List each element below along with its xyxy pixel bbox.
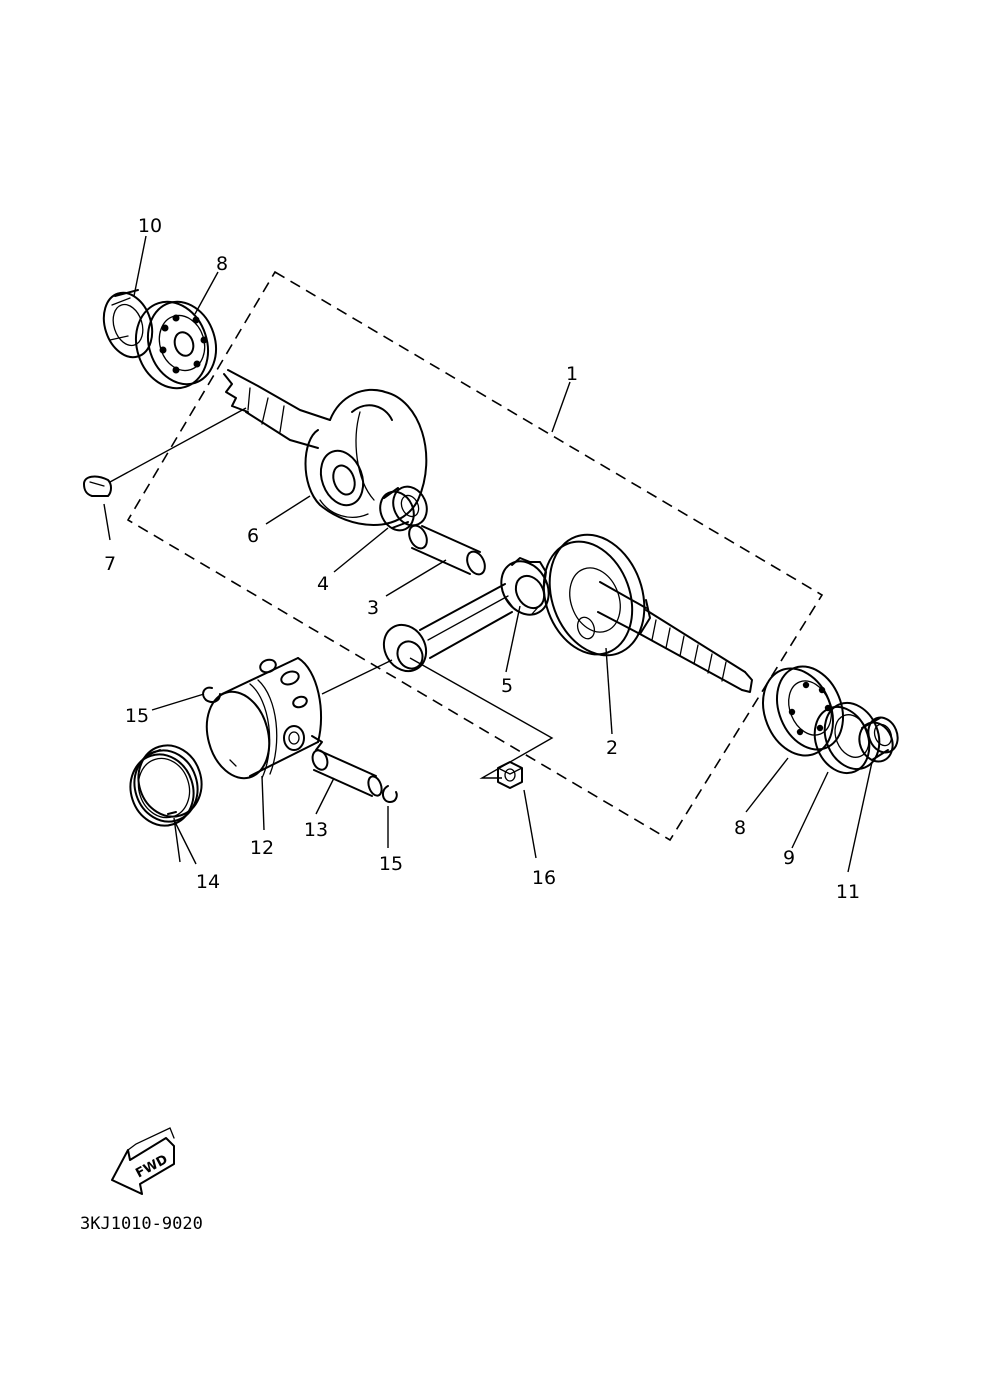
callout-4: 4: [317, 573, 329, 595]
leader-15-left: [151, 693, 205, 711]
collar: [858, 716, 899, 763]
leader-9: [791, 771, 829, 849]
crankshaft-assembly-boundary: [126, 270, 824, 842]
leader-piston: [321, 659, 393, 695]
needle-bearing: [379, 485, 428, 532]
circlip-left: [202, 686, 221, 703]
callout-8-left: 8: [216, 253, 228, 275]
callout-12: 12: [250, 837, 274, 859]
callout-14: 14: [196, 871, 220, 893]
leader-1: [551, 381, 571, 433]
leader-13: [315, 777, 335, 815]
leader-10: [133, 235, 147, 297]
oil-seal-right: [813, 702, 881, 774]
leader-12: [261, 775, 265, 831]
diagram-part-code: 3KJ1010-9020: [80, 1214, 203, 1234]
bearing-right: [762, 665, 844, 757]
callout-15-left: 15: [125, 705, 149, 727]
callout-3: 3: [367, 597, 379, 619]
crankshaft-left-half: [223, 369, 428, 526]
callout-16: 16: [532, 867, 556, 889]
woodruff-key: [83, 475, 112, 497]
leader-7: [103, 407, 247, 541]
piston-pin: [311, 749, 383, 797]
leader-8-left: [194, 271, 219, 315]
leader-2: [605, 647, 613, 735]
leader-lines: [103, 235, 873, 873]
callout-9: 9: [783, 847, 795, 869]
leader-8-right: [745, 757, 789, 813]
callout-10: 10: [138, 215, 162, 237]
crankshaft-right-half: [542, 533, 753, 693]
callout-6: 6: [247, 525, 259, 547]
callout-5: 5: [501, 675, 513, 697]
callout-2: 2: [606, 737, 618, 759]
circlip-right: [382, 785, 398, 803]
leader-4: [333, 527, 389, 573]
leader-11: [847, 761, 873, 873]
callout-7: 7: [104, 553, 116, 575]
leader-14: [173, 817, 197, 865]
callout-1: 1: [566, 363, 578, 385]
leader-3: [385, 559, 447, 597]
bearing-left: [135, 300, 217, 390]
callout-15-right: 15: [379, 853, 403, 875]
leader-5: [505, 605, 521, 673]
callout-8-right: 8: [734, 817, 746, 839]
callout-13: 13: [304, 819, 328, 841]
crank-pin: [408, 524, 486, 576]
leader-6: [265, 495, 311, 525]
callout-numbers: 10 8 1 6 7 4 3 5 15 2 13 8 12 9 15 16 14…: [104, 215, 860, 903]
callout-11: 11: [836, 881, 860, 903]
piston-rings: [129, 744, 203, 827]
leader-16: [409, 657, 554, 859]
fwd-arrow-icon: FWD: [111, 1127, 175, 1195]
piston: [205, 657, 323, 780]
nut: [497, 761, 523, 789]
